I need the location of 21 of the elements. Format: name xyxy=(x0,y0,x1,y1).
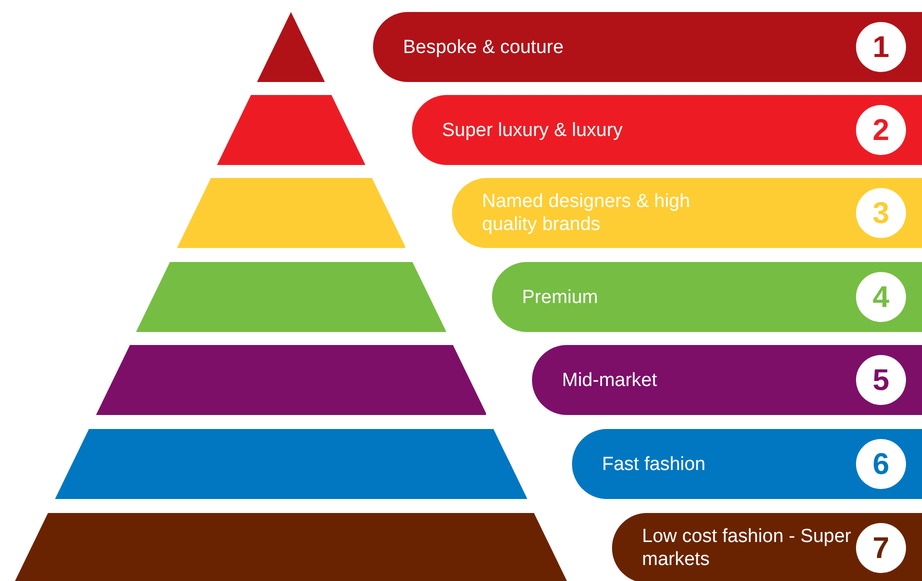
tier-label: Low cost fashion - Super markets xyxy=(642,525,852,571)
tier-label: Mid-market xyxy=(562,368,658,392)
tier-label: Bespoke & couture xyxy=(403,36,564,58)
tier-pill xyxy=(612,513,922,581)
number-badge: 5 xyxy=(856,355,906,405)
number-badge: 6 xyxy=(856,439,906,489)
tier-pill xyxy=(492,262,922,332)
number-badge: 3 xyxy=(856,188,906,238)
tier-pill xyxy=(572,429,922,499)
tier-pill xyxy=(373,12,922,82)
number-badge: 7 xyxy=(856,523,906,573)
tier-label: Super luxury & luxury xyxy=(442,118,623,142)
tier-pill xyxy=(412,95,922,165)
number-badge: 4 xyxy=(856,272,906,322)
number-badge: 1 xyxy=(856,22,906,72)
tier-label: Named designers & high quality brands xyxy=(482,190,692,236)
tier-label: Premium xyxy=(522,286,598,308)
tier-pill xyxy=(452,178,922,248)
number-badge: 2 xyxy=(856,105,906,155)
tier-pill xyxy=(532,345,922,415)
tier-label: Fast fashion xyxy=(602,452,706,476)
